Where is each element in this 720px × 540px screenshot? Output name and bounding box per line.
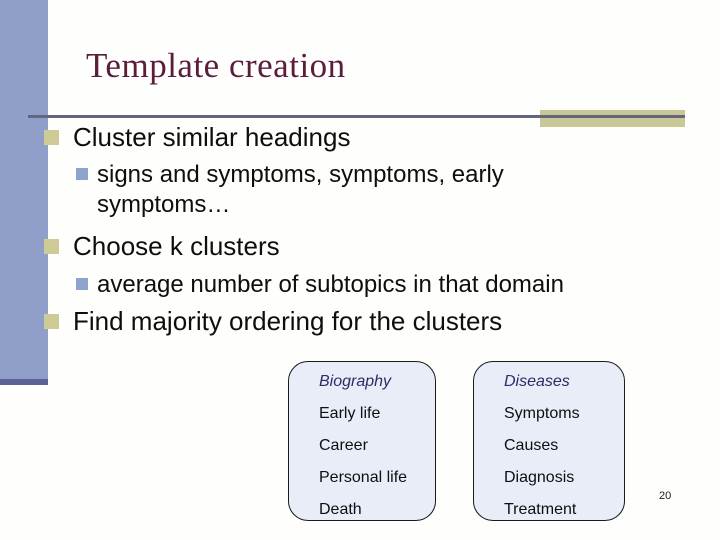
cluster-box-item: Causes: [504, 437, 559, 454]
cluster-box-item: Diagnosis: [504, 469, 575, 486]
cluster-box-biography: Biography Early life Career Personal lif…: [288, 361, 436, 521]
cluster-box-diseases: Diseases Symptoms Causes Diagnosis Treat…: [473, 361, 625, 521]
square-bullet-icon: [44, 314, 59, 329]
cluster-box-item: Treatment: [504, 501, 577, 518]
bullet-item-1: Cluster similar headings: [44, 122, 350, 153]
square-bullet-icon: [44, 239, 59, 254]
square-bullet-icon: [76, 168, 88, 180]
cluster-box-item: Early life: [319, 405, 381, 422]
bullet-text: average number of subtopics in that doma…: [97, 271, 564, 298]
bullet-item-5: Find majority ordering for the clusters: [44, 306, 502, 337]
bullet-text: signs and symptoms, symptoms, early symp…: [97, 161, 504, 218]
square-bullet-icon: [44, 130, 59, 145]
title-rule-accent-bar: [540, 110, 685, 127]
bullet-item-3: Choose k clusters: [44, 231, 280, 262]
bullet-item-2: signs and symptoms, symptoms, early symp…: [76, 160, 556, 220]
square-bullet-icon: [76, 278, 88, 290]
bullet-text: Cluster similar headings: [73, 122, 351, 152]
title-rule: [28, 115, 685, 118]
slide-title: Template creation: [86, 46, 346, 85]
left-accent-band: [0, 0, 48, 379]
cluster-box-item: Personal life: [319, 469, 408, 486]
cluster-box-item: Symptoms: [504, 405, 580, 422]
cluster-box-item: Career: [319, 437, 368, 454]
bullet-text: Choose k clusters: [73, 231, 280, 261]
cluster-box-header: Diseases: [504, 373, 570, 390]
cluster-box-item: Death: [319, 501, 362, 518]
page-number: 20: [659, 490, 672, 502]
bullet-item-4: average number of subtopics in that doma…: [76, 270, 564, 300]
left-accent-band-footer: [0, 379, 48, 385]
cluster-box-header: Biography: [319, 373, 392, 390]
bullet-text: Find majority ordering for the clusters: [73, 306, 503, 336]
